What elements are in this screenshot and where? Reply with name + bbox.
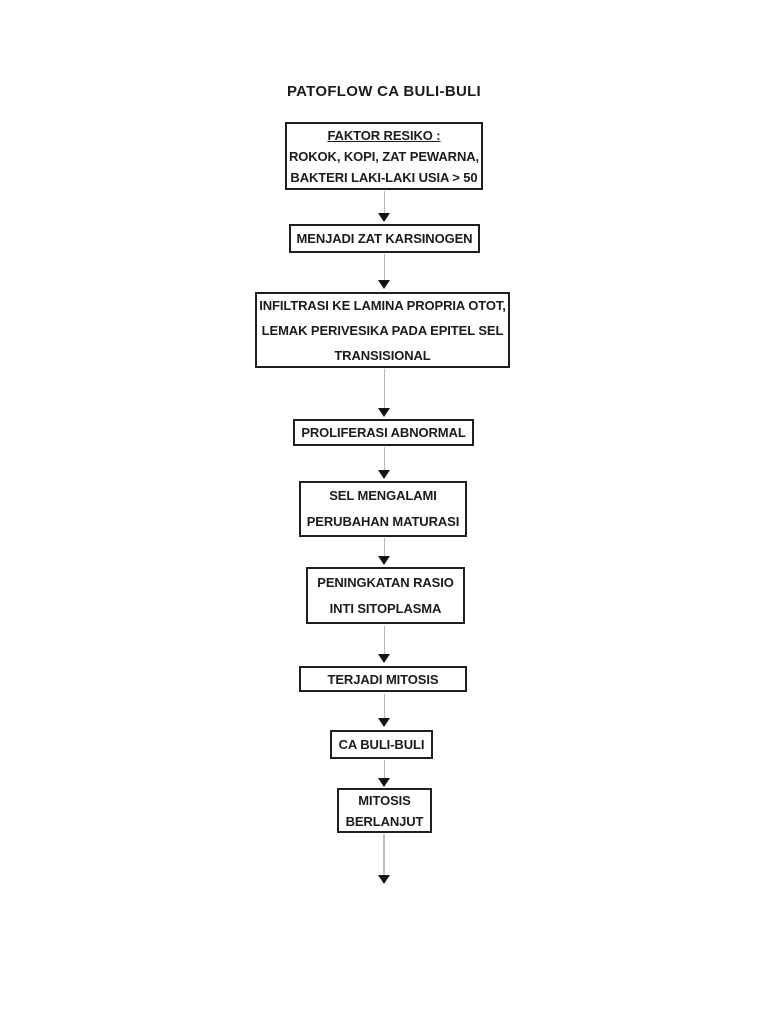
- node-line: PROLIFERASI ABNORMAL: [301, 425, 466, 440]
- flow-arrow-down: [378, 447, 390, 479]
- flow-node-mitosis-berlanjut: MITOSIS BERLANJUT: [337, 788, 432, 833]
- flow-node-faktor-resiko: FAKTOR RESIKO : ROKOK, KOPI, ZAT PEWARNA…: [285, 122, 483, 190]
- arrow-line: [383, 834, 385, 875]
- node-line: CA BULI-BULI: [338, 737, 425, 752]
- arrow-line: [383, 760, 385, 778]
- flow-node-terjadi-mitosis: TERJADI MITOSIS: [299, 666, 467, 692]
- node-line: INTI SITOPLASMA: [329, 600, 442, 616]
- node-line: BAKTERI LAKI-LAKI USIA > 50: [290, 169, 478, 185]
- flow-arrow-down: [378, 694, 390, 727]
- arrowhead-down-icon: [378, 408, 390, 417]
- flow-node-menjadi-zat-karsinogen: MENJADI ZAT KARSINOGEN: [289, 224, 480, 253]
- node-line: FAKTOR RESIKO :: [327, 127, 441, 143]
- flow-arrow-down: [378, 369, 390, 417]
- page-title: PATOFLOW CA BULI-BULI: [286, 83, 482, 100]
- node-line: SEL MENGALAMI: [329, 488, 437, 503]
- arrow-line: [383, 626, 385, 654]
- node-line: MENJADI ZAT KARSINOGEN: [296, 231, 473, 246]
- arrow-line: [383, 191, 385, 213]
- flow-arrow-down: [378, 626, 390, 663]
- arrowhead-down-icon: [378, 654, 390, 663]
- node-line: LEMAK PERIVESIKA PADA EPITEL SEL: [261, 322, 504, 338]
- node-line: TERJADI MITOSIS: [327, 671, 439, 687]
- node-line: PENINGKATAN RASIO: [317, 574, 454, 590]
- arrowhead-down-icon: [378, 280, 390, 289]
- arrow-line: [383, 538, 385, 556]
- arrowhead-down-icon: [378, 213, 390, 222]
- flow-node-proliferasi-abnormal: PROLIFERASI ABNORMAL: [293, 419, 474, 446]
- flow-arrow-down: [378, 254, 390, 289]
- arrowhead-down-icon: [378, 718, 390, 727]
- flow-node-sel-mengalami-perubahan-maturasi: SEL MENGALAMI PERUBAHAN MATURASI: [299, 481, 467, 537]
- arrow-line: [383, 254, 385, 280]
- flow-arrow-down: [378, 760, 390, 787]
- node-line: BERLANJUT: [345, 813, 424, 829]
- flow-arrow-down-final: [378, 834, 390, 884]
- node-line: TRANSISIONAL: [334, 347, 431, 363]
- arrowhead-down-icon: [378, 556, 390, 565]
- node-line: PERUBAHAN MATURASI: [306, 514, 460, 529]
- arrowhead-down-icon: [378, 875, 390, 884]
- arrow-line: [383, 694, 385, 718]
- node-line: INFILTRASI KE LAMINA PROPRIA OTOT,: [259, 297, 506, 313]
- arrowhead-down-icon: [378, 470, 390, 479]
- arrowhead-down-icon: [378, 778, 390, 787]
- flow-arrow-down: [378, 191, 390, 222]
- flow-node-ca-buli-buli: CA BULI-BULI: [330, 730, 433, 759]
- node-line: MITOSIS: [358, 792, 411, 808]
- arrow-line: [383, 447, 385, 470]
- flow-node-peningkatan-rasio-inti-sitoplasma: PENINGKATAN RASIO INTI SITOPLASMA: [306, 567, 465, 624]
- flow-arrow-down: [378, 538, 390, 565]
- flow-node-infiltrasi-lamina-propria: INFILTRASI KE LAMINA PROPRIA OTOT, LEMAK…: [255, 292, 510, 368]
- node-line: ROKOK, KOPI, ZAT PEWARNA,: [288, 148, 480, 164]
- arrow-line: [383, 369, 385, 408]
